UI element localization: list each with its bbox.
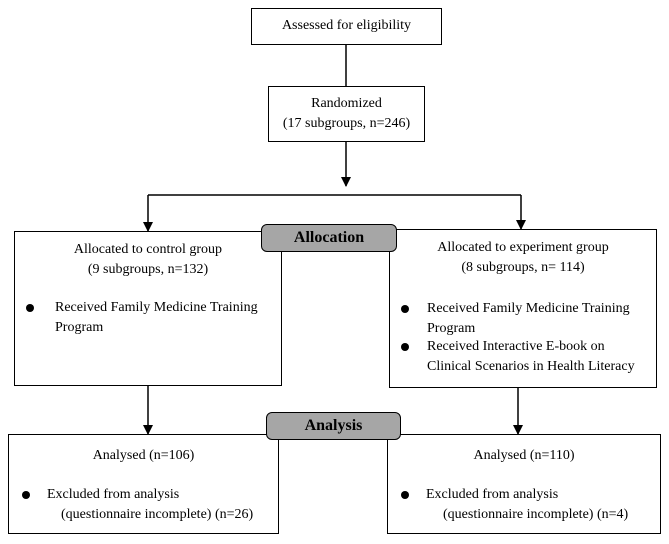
randomized-box: Randomized (17 subgroups, n=246) xyxy=(268,86,425,142)
bullet-icon xyxy=(26,304,34,312)
randomized-label: Randomized xyxy=(311,96,382,111)
experiment-bullet1-line2: Program xyxy=(427,321,476,336)
control-detail: (9 subgroups, n=132) xyxy=(87,262,209,277)
experiment-detail: (8 subgroups, n= 114) xyxy=(461,260,585,275)
control-bullet-line1: Received Family Medicine Training xyxy=(55,300,258,315)
experiment-bullet2-line1: Received Interactive E-book on xyxy=(427,339,605,354)
control-title: Allocated to control group xyxy=(73,242,223,257)
bullet-icon xyxy=(401,305,409,313)
analysis-label: Analysis xyxy=(266,412,401,440)
experiment-group-box: Allocated to experiment group (8 subgrou… xyxy=(389,229,657,388)
control-analysis-bullet-line2: (questionnaire incomplete) (n=26) xyxy=(61,507,254,522)
experiment-bullet1-line1: Received Family Medicine Training xyxy=(427,301,630,316)
bullet-icon xyxy=(22,491,30,499)
experiment-analysis-box: Analysed (n=110) Excluded from analysis … xyxy=(387,434,661,534)
control-analysis-title: Analysed (n=106) xyxy=(92,448,195,463)
assessed-label: Assessed for eligibility xyxy=(281,18,412,33)
experiment-title: Allocated to experiment group xyxy=(437,240,609,255)
allocation-label: Allocation xyxy=(261,224,397,252)
experiment-analysis-title: Analysed (n=110) xyxy=(473,448,575,463)
experiment-analysis-bullet-line1: Excluded from analysis xyxy=(426,487,559,502)
randomized-detail: (17 subgroups, n=246) xyxy=(282,116,411,131)
experiment-bullet2-line2: Clinical Scenarios in Health Literacy xyxy=(427,359,635,374)
bullet-icon xyxy=(401,343,409,351)
experiment-analysis-bullet-line2: (questionnaire incomplete) (n=4) xyxy=(443,507,629,522)
control-group-box: Allocated to control group (9 subgroups,… xyxy=(14,231,282,386)
control-bullet-line2: Program xyxy=(55,320,104,335)
assessed-box: Assessed for eligibility xyxy=(251,8,442,45)
control-analysis-box: Analysed (n=106) Excluded from analysis … xyxy=(8,434,279,534)
bullet-icon xyxy=(401,491,409,499)
control-analysis-bullet-line1: Excluded from analysis xyxy=(47,487,180,502)
